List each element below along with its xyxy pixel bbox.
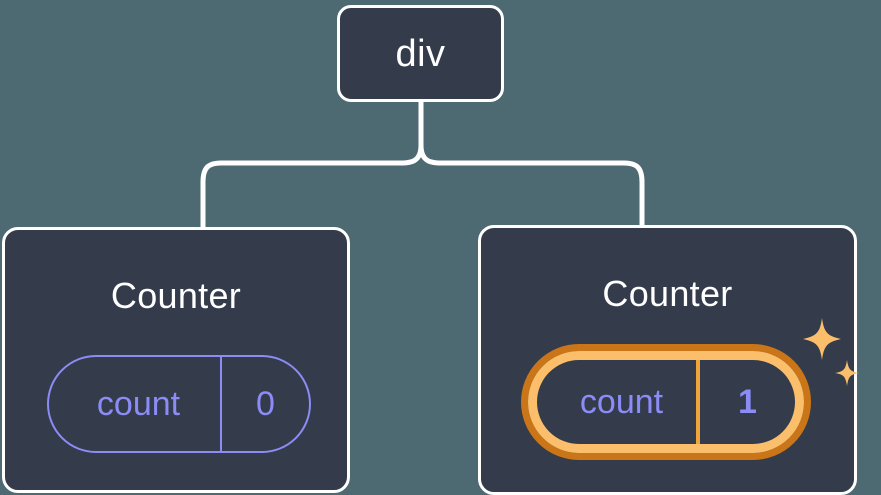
state-value-label: 1 bbox=[696, 360, 795, 444]
node-div[interactable]: div bbox=[337, 5, 504, 102]
state-key-label: count bbox=[96, 385, 181, 423]
node-counter-left-title: Counter bbox=[110, 275, 242, 316]
sparkle-large-icon bbox=[803, 318, 841, 360]
sparkle-small-icon bbox=[835, 360, 859, 386]
state-key-label: count bbox=[579, 383, 664, 421]
node-div-label: div bbox=[395, 32, 446, 75]
node-counter-right-title: Counter bbox=[602, 273, 733, 314]
sparkles-icon bbox=[803, 318, 859, 386]
state-value-label: 0 bbox=[220, 357, 309, 451]
connector-right-branch bbox=[418, 142, 645, 230]
node-counter-right[interactable]: Counter count 1 bbox=[478, 225, 859, 495]
state-pill-inner-ring: count 1 bbox=[528, 351, 804, 453]
state-pill-count-right[interactable]: count 1 bbox=[521, 344, 811, 460]
state-pill-count-left[interactable]: count 0 bbox=[47, 355, 311, 453]
node-counter-left[interactable]: Counter count 0 bbox=[2, 227, 350, 493]
connector-left-branch bbox=[200, 142, 424, 230]
